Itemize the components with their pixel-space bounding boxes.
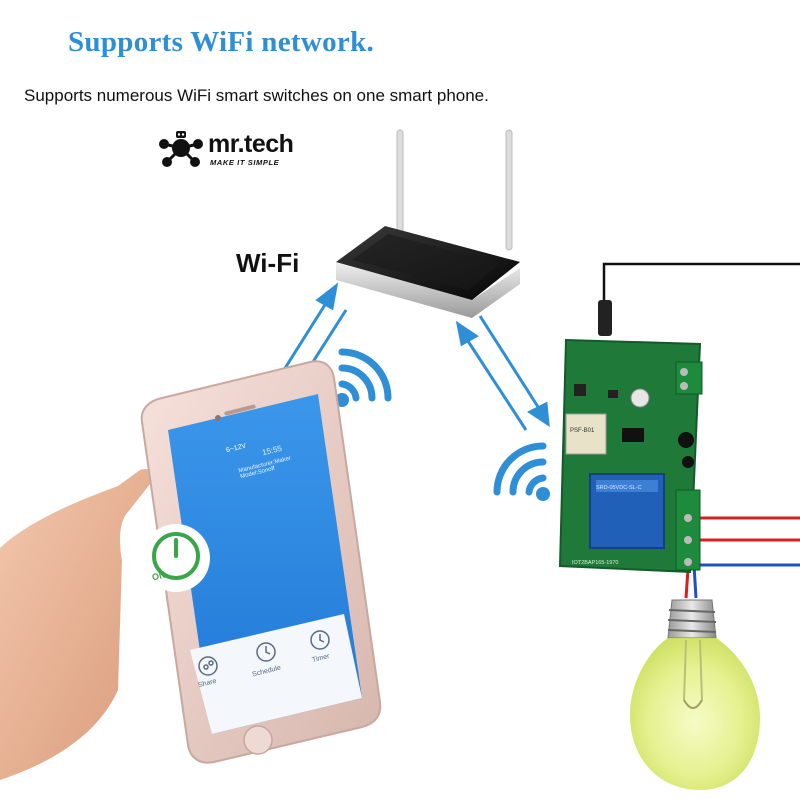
- wifi-label: Wi-Fi: [236, 248, 300, 278]
- clock-icon[interactable]: [256, 642, 276, 662]
- wifi-router: [336, 129, 520, 318]
- terminal-block-top: [675, 361, 703, 395]
- wifi-signal-icon: [335, 348, 392, 407]
- wifi-chip-label: PSF-B01: [570, 428, 595, 434]
- timer-icon[interactable]: [310, 630, 330, 650]
- smartphone: [140, 360, 382, 764]
- router-antenna-left: [396, 129, 404, 241]
- headline: Supports WiFi network.: [68, 26, 375, 58]
- wifi-signal-icon: [493, 442, 550, 501]
- relay-label: SRD-05VDC-SL-C: [596, 485, 642, 491]
- smart-switch-module: [558, 300, 703, 574]
- robot-network-icon: [159, 131, 203, 167]
- brand-tagline: MAKE IT SIMPLE: [210, 158, 280, 167]
- router-side: [336, 262, 520, 318]
- light-bulb: [630, 599, 760, 790]
- share-icon[interactable]: [198, 656, 218, 676]
- brand-logo: mr.tech MAKE IT SIMPLE: [158, 126, 318, 174]
- subheadline: Supports numerous WiFi smart switches on…: [24, 86, 489, 105]
- router-antenna-right: [505, 129, 513, 251]
- wifi-chip: [565, 413, 607, 455]
- signal-arrows-right: [455, 315, 550, 431]
- brand-name: mr.tech: [208, 130, 294, 158]
- terminal-block-bottom: [675, 489, 701, 571]
- pcb-code-label: IOT2BAP165-1970: [572, 560, 618, 566]
